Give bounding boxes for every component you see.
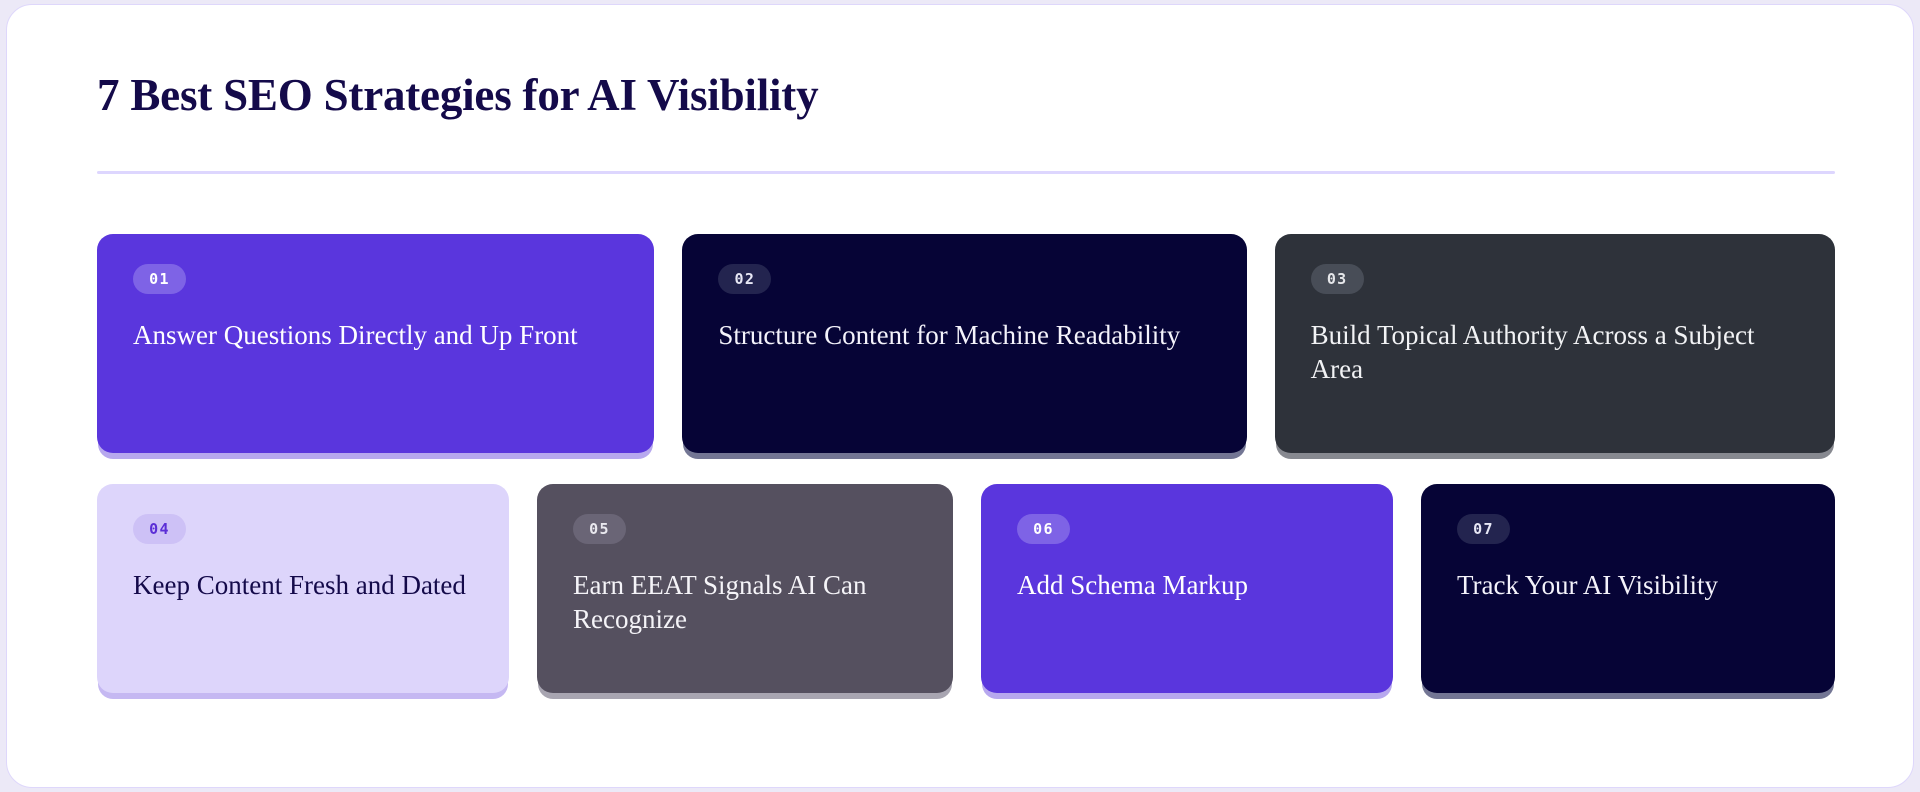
card-row-2: 04 Keep Content Fresh and Dated 05 Earn …	[97, 483, 1836, 693]
card-number-badge: 04	[133, 513, 186, 544]
page-frame: 7 Best SEO Strategies for AI Visibility …	[6, 4, 1914, 788]
strategy-card-04[interactable]: 04 Keep Content Fresh and Dated	[97, 483, 510, 693]
card-number-badge: 07	[1457, 513, 1511, 544]
strategy-card-02[interactable]: 02 Structure Content for Machine Readabi…	[682, 233, 1247, 453]
title-divider	[97, 170, 1835, 174]
card-title: Build Topical Authority Across a Subject…	[1310, 319, 1755, 385]
card-title: Structure Content for Machine Readabilit…	[718, 319, 1181, 350]
card-number-badge: 05	[573, 513, 627, 544]
strategy-card-grid: 01 Answer Questions Directly and Up Fron…	[97, 233, 1836, 693]
page-title: 7 Best SEO Strategies for AI Visibility	[97, 70, 819, 120]
strategy-card-01[interactable]: 01 Answer Questions Directly and Up Fron…	[97, 233, 655, 453]
content-area: 7 Best SEO Strategies for AI Visibility …	[97, 70, 1836, 693]
card-number-badge: 02	[718, 263, 772, 294]
card-number-badge: 03	[1310, 263, 1364, 294]
card-row-1: 01 Answer Questions Directly and Up Fron…	[97, 233, 1835, 453]
strategy-card-06[interactable]: 06 Add Schema Markup	[981, 483, 1394, 693]
card-title: Add Schema Markup	[1017, 569, 1248, 600]
strategy-card-05[interactable]: 05 Earn EEAT Signals AI Can Recognize	[537, 483, 953, 693]
strategy-card-07[interactable]: 07 Track Your AI Visibility	[1421, 483, 1836, 693]
card-title: Keep Content Fresh and Dated	[133, 569, 466, 600]
card-title: Track Your AI Visibility	[1457, 569, 1718, 600]
strategy-card-03[interactable]: 03 Build Topical Authority Across a Subj…	[1274, 233, 1835, 453]
card-number-badge: 01	[133, 263, 186, 294]
card-number-badge: 06	[1017, 513, 1070, 544]
card-title: Answer Questions Directly and Up Front	[133, 319, 578, 350]
card-title: Earn EEAT Signals AI Can Recognize	[573, 569, 867, 635]
